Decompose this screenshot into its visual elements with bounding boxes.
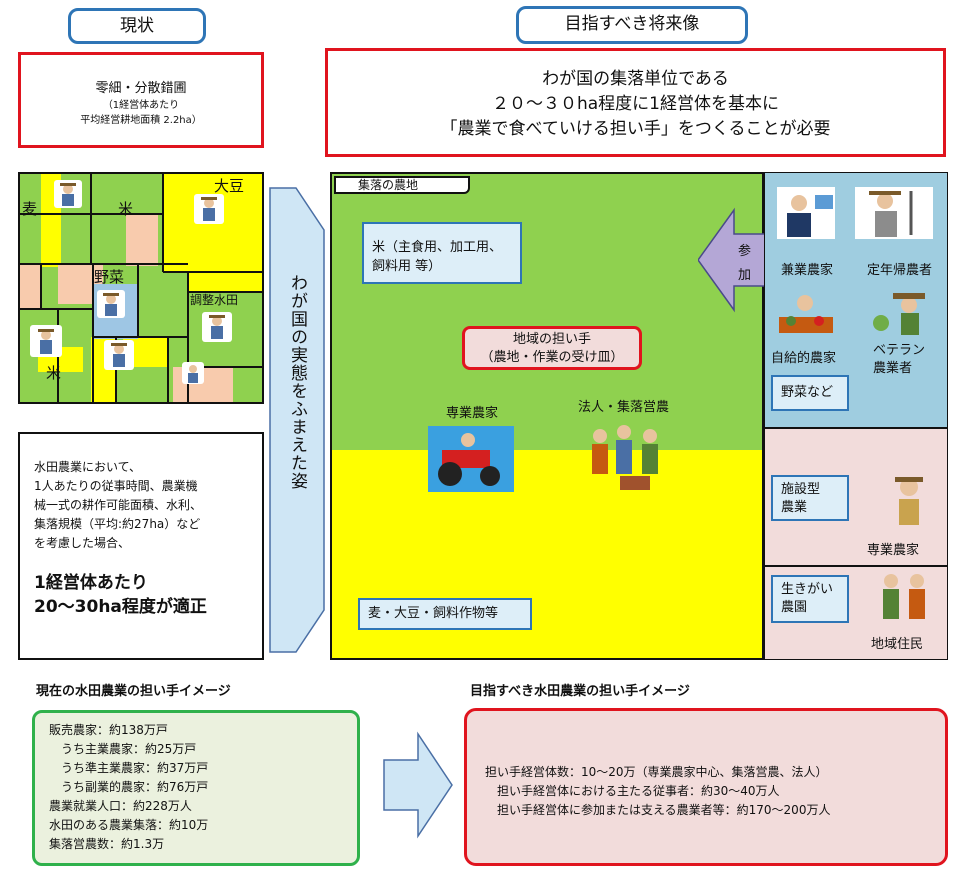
resident-label: 地域住民 (871, 637, 924, 652)
wheat-box: 麦・大豆・飼料作物等 (358, 598, 532, 630)
desc-line: を考慮した場合、 (34, 536, 131, 550)
transition-arrow-text: わが国の実態をふまえた姿 (287, 274, 307, 490)
tractor-icon (428, 426, 514, 492)
future-image-box: 担い手経営体数：10～20万（専業農家中心、集落営農、法人） 担い手経営体におけ… (464, 708, 948, 866)
desc-line: 集落規模（平均:約27ha）など (34, 517, 201, 531)
part-time-farmer-label: 兼業農家 (781, 263, 834, 278)
farmer-icon (104, 340, 134, 370)
desc-line: 水田農業において、 (34, 460, 142, 474)
local-leader-box: 地域の担い手 （農地・作業の受け皿） (462, 326, 642, 370)
farmer-icon (194, 194, 224, 224)
future-image-title: 目指すべき水田農業の担い手イメージ (470, 684, 690, 699)
goal-box: わが国の集落単位である ２０～３０ha程度に1経営体を基本に 「農業で食べていけ… (325, 48, 946, 157)
future-vision-header: 目指すべき将来像 (516, 6, 748, 44)
greenhouse-farmer-icon (881, 473, 937, 529)
current-line: 販売農家：約138万戸 (49, 723, 168, 737)
status-line2: （1経営体あたり (102, 100, 180, 111)
current-image-title: 現在の水田農業の担い手イメージ (36, 684, 231, 699)
current-status-header: 現状 (68, 8, 206, 44)
side-panel-middle: 施設型 農業 専業農家 (764, 428, 948, 566)
current-line: うち主業農家：約25万戸 (49, 742, 197, 756)
veteran-label-1: ベテラン (873, 343, 926, 358)
future-line: 担い手経営体における主たる従事者：約30～40万人 (485, 784, 780, 798)
transition-arrow: わが国の実態をふまえた姿 (266, 180, 328, 660)
farmer-icon (182, 362, 204, 384)
village-farmland: 集落の農地 米（主食用、加工用、 飼料用 等） 地域の担い手 （農地・作業の受け… (330, 172, 769, 660)
status-box: 零細・分散錯圃 （1経営体あたり 平均経営耕地面積 2.2ha） (18, 52, 264, 148)
farmer-icon (54, 180, 82, 208)
current-line: うち準主業農家：約37万戸 (49, 761, 209, 775)
current-line: 集落営農数：約1.3万 (49, 837, 165, 851)
leader-line1: 地域の担い手 (512, 332, 591, 347)
current-line: 水田のある農業集落：約10万 (49, 818, 209, 832)
join-arrow-line2: 加 (738, 268, 752, 283)
farmland-title: 集落の農地 (334, 176, 470, 194)
garden-line2: 農園 (781, 600, 808, 615)
garden-box: 生きがい 農園 (771, 575, 849, 623)
resident-couple-icon (871, 571, 937, 623)
future-line: 担い手経営体に参加または支える農業者等：約170～200万人 (485, 803, 831, 817)
retired-farmer-label: 定年帰農者 (867, 263, 933, 278)
rice-box-line1: 米（主食用、加工用、 (372, 240, 503, 255)
veteran-label-2: 農業者 (873, 361, 913, 376)
status-line1: 零細・分散錯圃 (95, 81, 187, 96)
field-label-veg: 野菜 (94, 268, 125, 286)
corp-label: 法人・集落営農 (578, 400, 670, 415)
field-label-rice1: 米 (118, 200, 134, 218)
desc-line: 1人あたりの従事時間、農業機 (34, 479, 198, 493)
facility-specialist-label: 専業農家 (867, 543, 920, 558)
current-image-box: 販売農家：約138万戸 うち主業農家：約25万戸 うち準主業農家：約37万戸 う… (32, 710, 360, 866)
desc-line: 械一式の耕作可能面積、水利、 (34, 498, 203, 512)
rice-box: 米（主食用、加工用、 飼料用 等） (362, 222, 522, 284)
field-label-soy: 大豆 (214, 177, 245, 195)
side-panel-bottom: 生きがい 農園 地域住民 (764, 566, 948, 660)
specialist-label: 専業農家 (446, 406, 499, 421)
vegetable-box: 野菜など (771, 375, 849, 411)
rice-box-line2: 飼料用 等） (372, 259, 442, 274)
side-panel-top: 兼業農家 定年帰農者 自給的農家 ベテラン 農業者 野菜など (764, 172, 948, 428)
farmer-group-icon (584, 422, 676, 496)
farmer-icon (202, 312, 232, 342)
fragmented-field-map: 大豆 麦 米 野菜 調整水田 米 (18, 172, 264, 404)
leader-line2: （農地・作業の受け皿） (480, 350, 624, 365)
goal-line1: わが国の集落単位である (542, 69, 729, 89)
businessman-icon (777, 187, 835, 239)
current-line: 農業就業人口：約228万人 (49, 799, 192, 813)
future-line: 担い手経営体数：10～20万（専業農家中心、集落営農、法人） (485, 765, 828, 779)
vegetable-farmer-icon (777, 291, 835, 335)
facility-line1: 施設型 (781, 482, 821, 497)
facility-line2: 農業 (781, 500, 808, 515)
desc-emph2: 20～30ha程度が適正 (34, 597, 207, 617)
self-sufficient-label: 自給的農家 (771, 351, 837, 366)
status-line3: 平均経営耕地面積 2.2ha） (80, 115, 202, 126)
facility-box: 施設型 農業 (771, 475, 849, 521)
bottom-arrow (380, 730, 456, 840)
field-label-wheat: 麦 (22, 200, 38, 218)
veteran-farmer-icon (869, 291, 933, 337)
goal-line3: 「農業で食べていける担い手」をつくることが必要 (440, 119, 831, 139)
desc-emph1: 1経営体あたり (34, 573, 148, 593)
description-box: 水田農業において、 1人あたりの従事時間、農業機 械一式の耕作可能面積、水利、 … (18, 432, 264, 660)
field-label-rice2: 米 (46, 364, 62, 382)
farmer-icon (30, 325, 62, 357)
field-label-paddy: 調整水田 (190, 293, 239, 307)
join-arrow-line1: 参 (738, 244, 752, 259)
join-arrow: 参 加 (697, 206, 769, 314)
goal-line2: ２０～３０ha程度に1経営体を基本に (491, 94, 779, 114)
farmer-icon (97, 290, 125, 318)
current-line: うち副業的農家：約76万戸 (49, 780, 209, 794)
retired-farmer-icon (855, 187, 933, 239)
garden-line1: 生きがい (781, 582, 834, 597)
